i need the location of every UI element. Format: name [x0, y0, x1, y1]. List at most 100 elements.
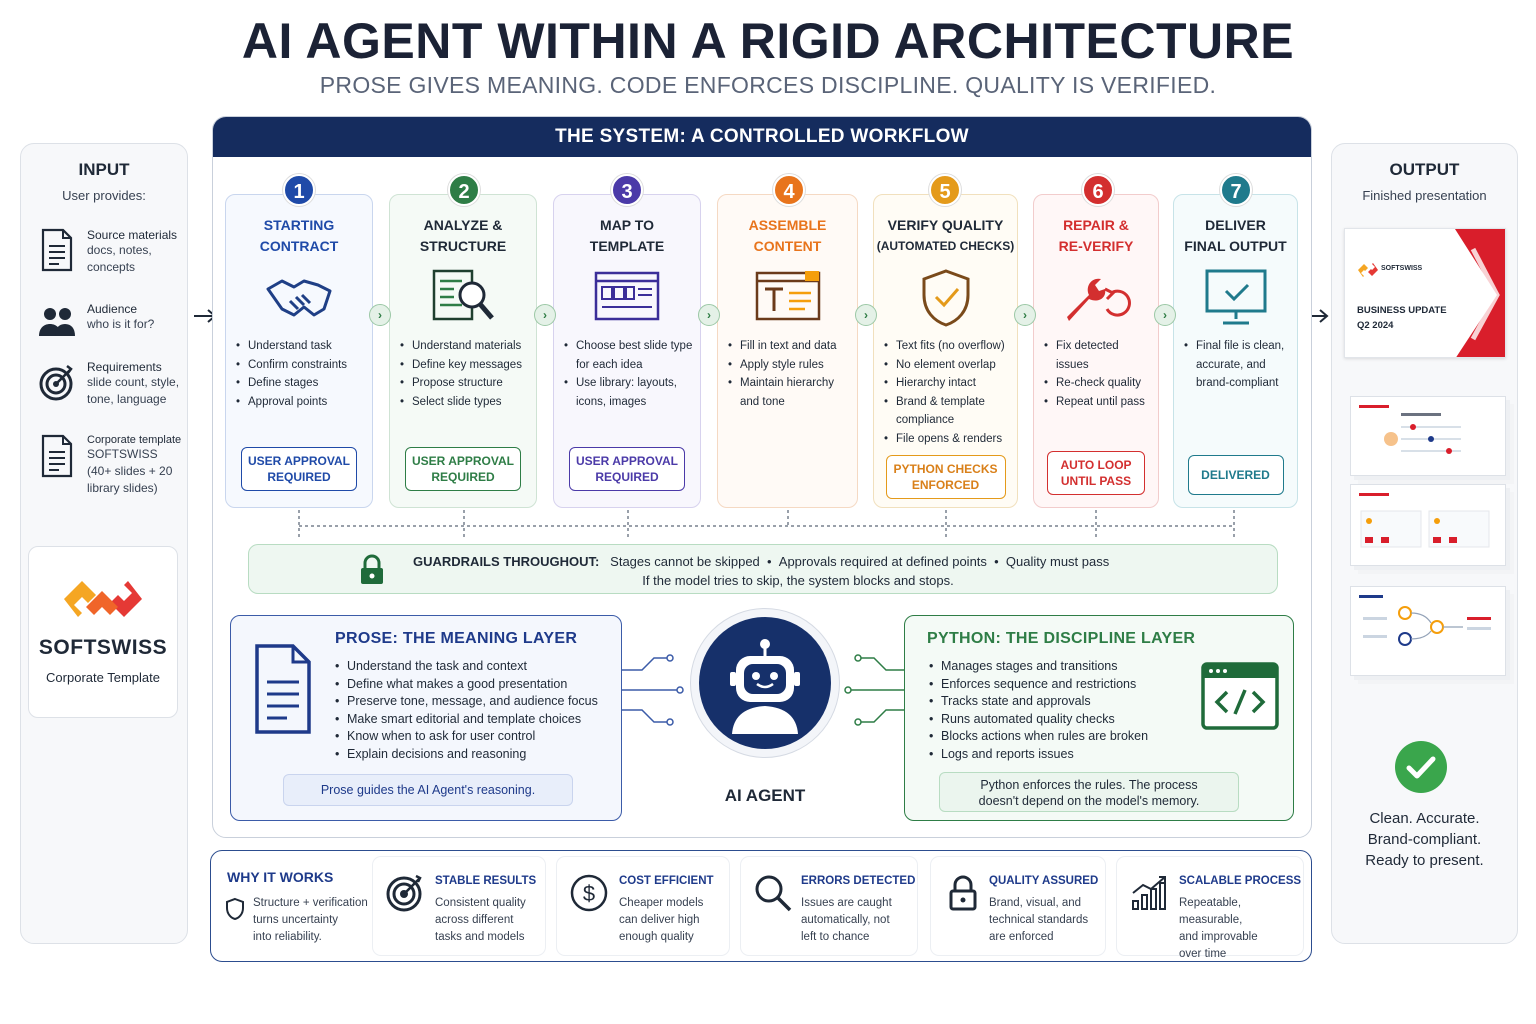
cover-red-shape — [1455, 229, 1505, 357]
input-item-title: Audience — [87, 302, 138, 316]
python-layer-card: PYTHON: THE DISCIPLINE LAYER Manages sta… — [904, 615, 1294, 821]
guardrail-connectors — [298, 510, 1235, 540]
step-bullets: Understand materialsDefine key messagesP… — [400, 337, 530, 411]
input-item-desc: slide count, style, tone, language — [87, 375, 180, 406]
prose-heading: PROSE: THE MEANING LAYER — [335, 630, 578, 647]
ai-agent-label: AI AGENT — [724, 786, 806, 805]
step-5-card: VERIFY QUALITY(AUTOMATED CHECKS) Text fi… — [873, 194, 1018, 508]
step-number-badge: 4 — [773, 174, 805, 206]
python-bullets: Manages stages and transitionsEnforces s… — [929, 658, 1148, 763]
monitor-check-icon — [1205, 269, 1266, 325]
step-6-card: REPAIR &RE-VERIFY Fix detected issuesRe-… — [1033, 194, 1159, 508]
input-item-desc: docs, notes, concepts — [87, 243, 152, 274]
cover-brand: SOFTSWISS — [1381, 265, 1423, 272]
output-result-text: Clean. Accurate.Brand-compliant.Ready to… — [1365, 810, 1484, 869]
input-item-title: Corporate template — [87, 434, 182, 446]
page-subtitle: PROSE GIVES MEANING. CODE ENFORCES DISCI… — [319, 72, 1217, 98]
output-slide-thumbnail — [1350, 396, 1506, 476]
logo-name: SOFTSWISS — [38, 636, 168, 659]
page-title: AI AGENT WITHIN A RIGID ARCHITECTURE — [241, 13, 1295, 69]
step-bullets: Fill in text and dataApply style rulesMa… — [728, 337, 851, 411]
ai-agent: AI AGENT — [690, 608, 840, 805]
input-item-title: Requirements — [87, 360, 162, 374]
output-heading: OUTPUT — [1389, 160, 1460, 179]
target-icon — [386, 874, 422, 912]
robot-icon — [699, 617, 831, 749]
step-number-badge: 1 — [283, 174, 315, 206]
step-bullets: Final file is clean, accurate, and brand… — [1184, 337, 1291, 393]
step-connector-icon: › — [534, 304, 556, 326]
handshake-icon — [266, 279, 332, 317]
input-item-desc: (40+ slides + 20 library slides) — [87, 464, 173, 495]
step-connector-icon: › — [1154, 304, 1176, 326]
growth-chart-icon — [1132, 876, 1166, 910]
input-item-desc: who is it for? — [87, 317, 155, 331]
people-icon — [39, 308, 75, 336]
softswiss-logo-card: SOFTSWISS Corporate Template — [28, 546, 178, 718]
delivered-badge: DELIVERED — [1187, 455, 1284, 495]
step-title: VERIFY QUALITY(AUTOMATED CHECKS) — [876, 217, 1015, 253]
prose-bullets: Understand the task and contextDefine wh… — [335, 658, 598, 763]
system-heading: THE SYSTEM: A CONTROLLED WORKFLOW — [213, 117, 1311, 157]
step-bullets: Text fits (no overflow)No element overla… — [884, 337, 1011, 448]
input-item-desc: SOFTSWISS — [87, 447, 158, 461]
step-number-badge: 2 — [448, 174, 480, 206]
softswiss-logo-icon — [1358, 263, 1378, 277]
step-2-card: ANALYZE &STRUCTURE Understand materialsD… — [389, 194, 537, 508]
prose-layer-card: PROSE: THE MEANING LAYER Understand the … — [230, 615, 622, 821]
dollar-icon: $ — [570, 874, 608, 912]
step-connector-icon: › — [698, 304, 720, 326]
wrench-refresh-icon — [1067, 278, 1131, 321]
shield-check-icon — [922, 269, 969, 327]
step-bullets: Fix detected issuesRe-check qualityRepea… — [1044, 337, 1152, 411]
softswiss-logo-icon — [64, 581, 142, 617]
why-heading: WHY IT WORKS — [227, 869, 334, 885]
step-number-badge: 6 — [1082, 174, 1114, 206]
document-icon — [41, 228, 73, 272]
agent-circuit-right — [844, 654, 906, 726]
step-bullets: Understand taskConfirm constraintsDefine… — [236, 337, 366, 411]
code-window-icon — [1201, 662, 1279, 730]
step-connector-icon: › — [369, 304, 391, 326]
guardrails-text: GUARDRAILS THROUGHOUT: Stages cannot be … — [413, 554, 1110, 569]
step-bullets: Choose best slide type for each ideaUse … — [564, 337, 694, 411]
step-title: REPAIR &RE-VERIFY — [1058, 217, 1134, 254]
output-subheading: Finished presentation — [1362, 188, 1487, 203]
svg-text:$: $ — [583, 881, 595, 906]
input-subheading: User provides: — [62, 188, 146, 203]
lock-icon — [361, 554, 383, 584]
step-number-badge: 3 — [611, 174, 643, 206]
step-number-badge: 7 — [1220, 174, 1252, 206]
input-heading: INPUT — [78, 160, 130, 179]
logo-caption: Corporate Template — [46, 670, 160, 685]
template-icon — [41, 434, 73, 478]
shield-icon — [226, 897, 244, 921]
output-slide-thumbnail — [1350, 484, 1506, 566]
document-magnifier-icon — [432, 269, 494, 321]
guardrails-line2: If the model tries to skip, the system b… — [642, 573, 954, 588]
search-icon — [755, 875, 792, 912]
agent-circuit-left — [622, 654, 684, 726]
step-title: ANALYZE &STRUCTURE — [419, 217, 507, 254]
layout-icon — [594, 271, 660, 321]
